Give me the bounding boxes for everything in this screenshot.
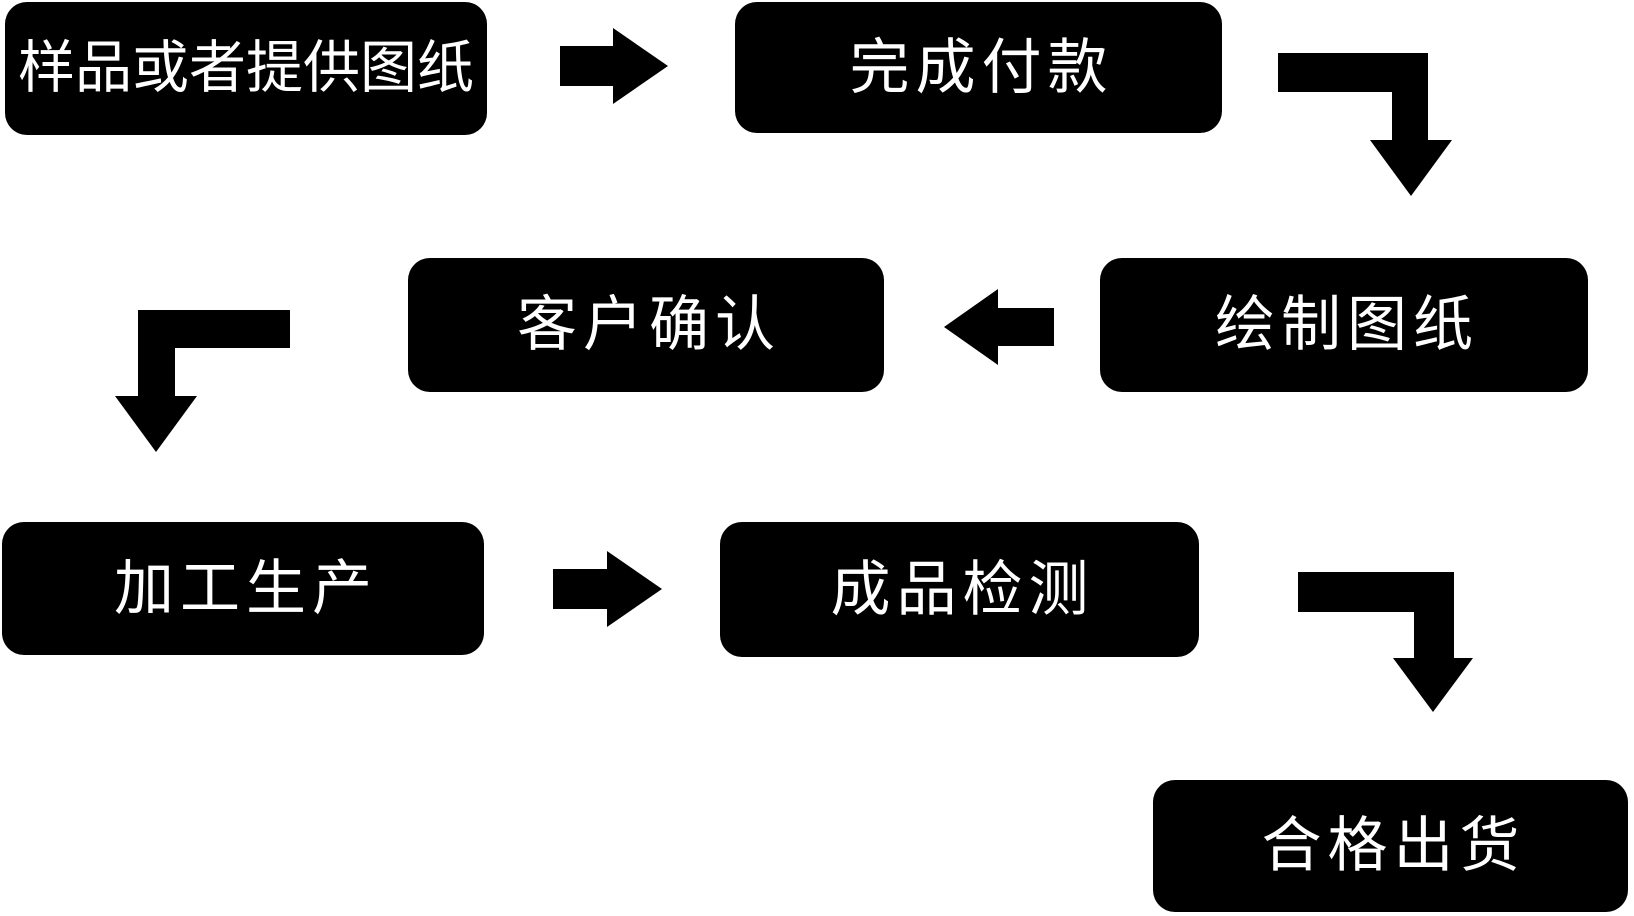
arrow-stem [1414, 572, 1454, 662]
arrow-head [115, 396, 197, 452]
arrow-head [613, 28, 668, 104]
arrow-stem [138, 310, 175, 401]
arrow-stem [560, 46, 616, 86]
node-confirm-label: 客户确认 [517, 290, 781, 360]
arrow-stem [553, 569, 609, 609]
node-inspection: 成品检测 [720, 522, 1199, 657]
node-shipping-label: 合格出货 [1261, 811, 1526, 881]
arrow-head [944, 289, 998, 365]
node-sample-label: 样品或者提供图纸 [18, 35, 474, 101]
node-payment-label: 完成付款 [849, 32, 1114, 103]
arrow-head [1393, 658, 1473, 712]
node-confirm: 客户确认 [408, 258, 884, 392]
node-drawing-label: 绘制图纸 [1215, 290, 1479, 360]
node-production-label: 加工生产 [114, 553, 378, 624]
arrow-stem [996, 308, 1054, 346]
arrow-head [607, 551, 662, 627]
node-production: 加工生产 [2, 522, 484, 655]
node-drawing: 绘制图纸 [1100, 258, 1588, 392]
node-shipping: 合格出货 [1153, 780, 1628, 912]
arrow-head [1370, 140, 1452, 196]
node-sample: 样品或者提供图纸 [5, 2, 487, 135]
node-payment: 完成付款 [735, 2, 1222, 133]
arrow-stem [1392, 53, 1428, 142]
node-inspection-label: 成品检测 [830, 554, 1095, 625]
